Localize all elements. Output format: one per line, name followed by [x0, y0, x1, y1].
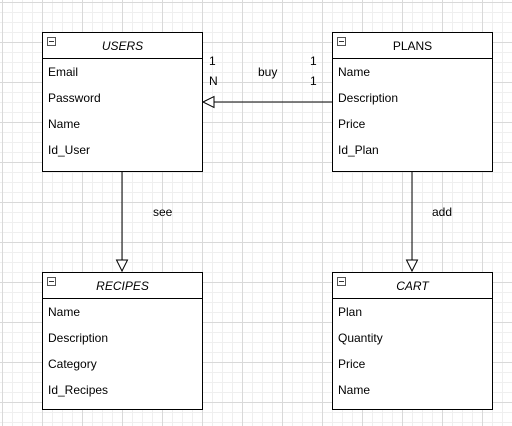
buy-plans-cardinality-top: 1	[310, 54, 317, 68]
collapse-icon[interactable]	[337, 277, 346, 286]
attribute-description: Description	[338, 91, 399, 105]
attribute-quantity: Quantity	[338, 331, 383, 345]
attribute-password: Password	[48, 91, 101, 105]
entity-plans-header[interactable]: PLANS	[333, 33, 492, 59]
attribute-description: Description	[48, 331, 109, 345]
entity-users-header[interactable]: USERS	[43, 33, 202, 59]
attribute-category: Category	[48, 357, 97, 371]
collapse-icon[interactable]	[47, 277, 56, 286]
entity-users[interactable]: USERS Email Password Name Id_User	[42, 32, 203, 172]
attribute-price: Price	[338, 357, 366, 371]
attribute-plan: Plan	[338, 305, 363, 319]
attribute-name: Name	[48, 117, 81, 131]
add-relation-label[interactable]: add	[432, 205, 453, 219]
entity-recipes-header[interactable]: RECIPES	[43, 273, 202, 299]
entity-plans-title: PLANS	[392, 38, 433, 53]
attribute-id-plan: Id_Plan	[338, 143, 379, 157]
see-arrowhead	[115, 259, 129, 273]
attribute-name: Name	[338, 65, 371, 79]
entity-recipes[interactable]: RECIPES Name Description Category Id_Rec…	[42, 272, 203, 410]
entity-cart-header[interactable]: CART	[333, 273, 492, 299]
buy-arrowhead	[201, 95, 215, 109]
buy-plans-cardinality-bottom: 1	[310, 74, 317, 88]
attribute-name: Name	[338, 383, 371, 397]
entity-recipes-title: RECIPES	[96, 278, 149, 293]
collapse-icon[interactable]	[337, 37, 346, 46]
add-arrowhead	[405, 259, 419, 273]
entity-cart[interactable]: CART Plan Quantity Price Name	[332, 272, 493, 410]
entity-cart-title: CART	[396, 278, 429, 293]
buy-users-cardinality-bottom: N	[209, 74, 218, 88]
attribute-name: Name	[48, 305, 81, 319]
buy-users-cardinality-top: 1	[209, 54, 216, 68]
collapse-icon[interactable]	[47, 37, 56, 46]
see-relation-label[interactable]: see	[153, 205, 173, 219]
entity-users-title: USERS	[101, 38, 144, 53]
buy-relation-label[interactable]: buy	[258, 65, 278, 79]
entity-plans[interactable]: PLANS Name Description Price Id_Plan	[332, 32, 493, 172]
attribute-price: Price	[338, 117, 366, 131]
attribute-id-recipes: Id_Recipes	[48, 383, 109, 397]
attribute-email: Email	[48, 65, 79, 79]
attribute-id-user: Id_User	[48, 143, 91, 157]
